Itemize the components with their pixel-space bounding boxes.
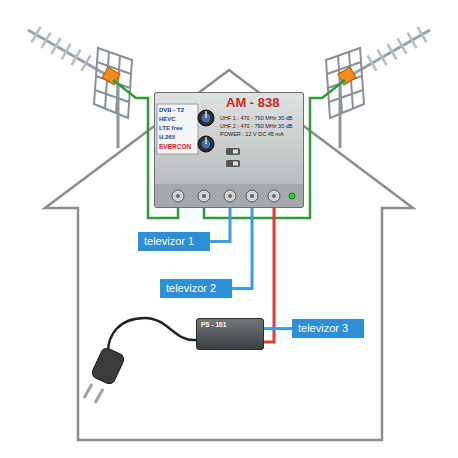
box-label: televizor 2 [166,282,216,295]
device-label: LTE free [159,125,183,131]
antenna-right [326,27,430,148]
amplifier-box: DVB - T2 HEVC LTE freeH.265EVERCON AM - 838… [154,92,304,208]
toggle-lever [233,162,238,166]
device-label: POWER : 12 V DC 45 mA [220,132,284,138]
device-label: DVB - T2 [159,107,184,113]
device-label: AM - 838 [226,96,279,109]
f-connector [246,190,258,202]
tv-label-box: televizor 1 [138,232,210,251]
gain-knob [198,136,214,152]
knob-pointer [205,137,206,144]
toggle-switch [226,148,240,155]
coax-cable [264,327,292,330]
box-label: televizor 3 [298,322,348,335]
device-label: UHF 2 : 470 - 790 MHz 30 dB [220,124,292,130]
connector-pin [176,194,180,198]
knob-pointer [205,111,206,118]
tv-label-box: televizor 2 [160,279,232,298]
tv-label-box: televizor 3 [292,319,364,338]
power-supply-box: PS - 101 [196,318,264,350]
device-label: EVERCON [159,144,191,151]
f-connector [172,190,184,202]
f-connector [224,190,236,202]
power-cord [108,318,196,352]
coax-cable [264,208,274,342]
connector-pin [250,194,254,198]
connector-pin [202,194,206,198]
logo-panel [157,104,198,154]
connector-pin [228,194,232,198]
connector-pin [272,194,276,198]
box-label: PS - 101 [201,322,226,329]
connector-strip [155,184,303,207]
toggle-lever [233,150,238,154]
power-led [289,193,295,199]
toggle-switch [226,160,240,167]
device-label: H.265 [159,134,175,140]
device-label: UHF 1 : 470 - 790 MHz 30 dB [220,116,292,122]
power-plug [90,346,125,385]
device-label: HEVC [159,116,176,122]
f-connector [268,190,280,202]
plug-pins [84,384,103,403]
antenna-left [28,27,132,148]
house-outline [45,70,413,440]
gain-knob [198,110,214,126]
box-label: televizor 1 [144,235,194,248]
coax-cable [232,208,252,289]
coax-cable [210,208,230,242]
f-connector [198,190,210,202]
